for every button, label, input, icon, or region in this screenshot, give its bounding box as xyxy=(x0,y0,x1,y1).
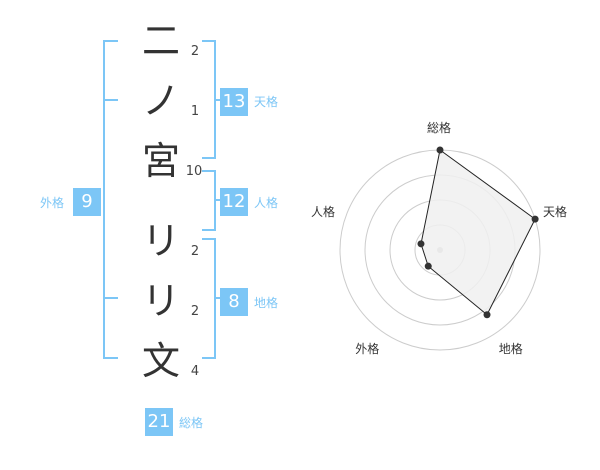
chikaku-label: 地格 xyxy=(254,296,279,310)
name-char-1: 二 xyxy=(141,19,180,63)
stroke-count-6: 4 xyxy=(190,364,200,379)
radar-label-chikaku: 地格 xyxy=(498,341,523,356)
jinkaku-label: 人格 xyxy=(254,196,279,210)
radar-label-soukaku: 総格 xyxy=(427,121,452,135)
stroke-count-4: 2 xyxy=(190,244,200,259)
gaikaku-label: 外格 xyxy=(40,196,65,210)
tenkaku-label: 天格 xyxy=(254,95,279,109)
stroke-count-3: 10 xyxy=(185,164,203,179)
name-char-5: リ xyxy=(141,279,180,323)
name-char-3: 宮 xyxy=(141,139,180,183)
radar-label-jinkaku: 人格 xyxy=(310,205,335,220)
tenkaku-value: 13 xyxy=(220,88,248,116)
radar-point xyxy=(483,311,491,319)
radar-point xyxy=(417,240,425,248)
stroke-count-2: 1 xyxy=(190,104,200,119)
radar-label-tenkaku: 天格 xyxy=(543,205,568,220)
chikaku-value: 8 xyxy=(220,288,248,316)
soukaku-value: 21 xyxy=(145,408,173,436)
stroke-count-1: 2 xyxy=(190,44,200,59)
radar-point xyxy=(531,215,539,223)
gaikaku-value: 9 xyxy=(73,188,101,216)
name-char-2: ノ xyxy=(141,79,180,123)
radar-polygon xyxy=(420,149,536,316)
jinkaku-value: 12 xyxy=(220,188,248,216)
radar-point xyxy=(424,262,432,270)
name-char-6: 文 xyxy=(141,339,180,383)
stroke-count-5: 2 xyxy=(190,304,200,319)
soukaku-label: 総格 xyxy=(179,416,204,430)
name-char-4: リ xyxy=(141,219,180,263)
radar-label-gaikaku: 外格 xyxy=(355,341,380,356)
radar-point xyxy=(436,146,444,154)
